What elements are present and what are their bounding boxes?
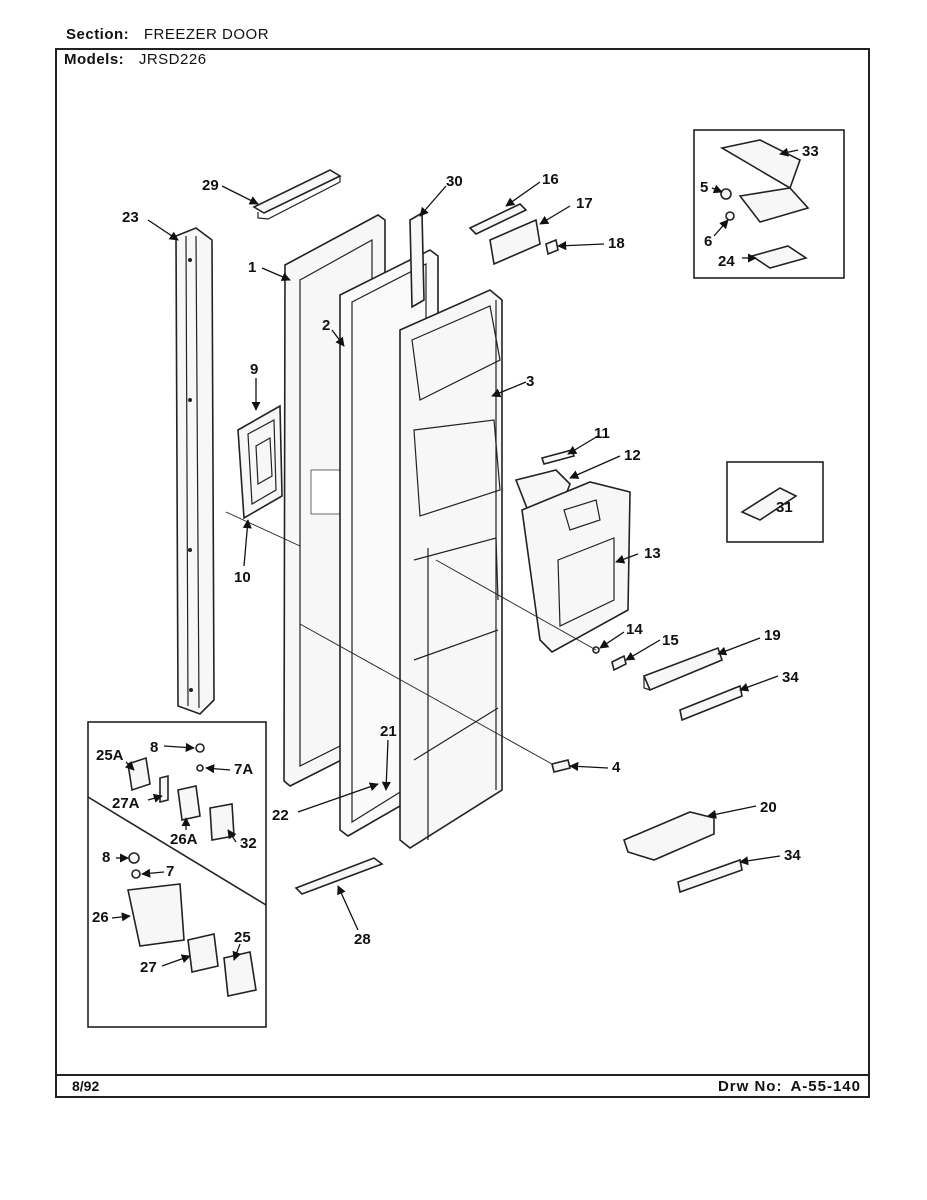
callout-13: 13 xyxy=(644,545,661,562)
drawing-number-value: A-55-140 xyxy=(790,1078,861,1095)
callout-7A: 7A xyxy=(234,761,253,778)
callout-7: 7 xyxy=(166,863,174,880)
part-15-screw xyxy=(611,654,627,672)
callout-19: 19 xyxy=(764,627,781,644)
hinge-inset-box xyxy=(87,721,267,1028)
section-label: Section: xyxy=(66,26,130,43)
hinge-parts xyxy=(127,743,257,997)
callout-9: 9 xyxy=(250,361,258,378)
callout-22: 22 xyxy=(272,807,289,824)
models-value: JRSD226 xyxy=(138,51,207,68)
callout-21: 21 xyxy=(380,723,397,740)
models-header: Models: JRSD226 xyxy=(64,51,211,68)
callout-3: 3 xyxy=(526,373,534,390)
inset-box-hinge-cover xyxy=(693,129,845,279)
part-9-window-module xyxy=(237,404,283,520)
callout-25A: 25A xyxy=(96,747,124,764)
callout-34-lower: 34 xyxy=(784,847,801,864)
callout-20: 20 xyxy=(760,799,777,816)
callout-8-lower: 8 xyxy=(102,849,110,866)
part-33-cover xyxy=(719,139,801,190)
callout-26: 26 xyxy=(92,909,109,926)
callout-10: 10 xyxy=(234,569,251,586)
section-header: Section: FREEZER DOOR xyxy=(66,26,269,43)
callout-18: 18 xyxy=(608,235,625,252)
callout-33: 33 xyxy=(802,143,819,160)
callout-32: 32 xyxy=(240,835,257,852)
drawing-number: Drw No: A-55-140 xyxy=(718,1078,861,1095)
footer-divider xyxy=(55,1074,870,1076)
callout-28: 28 xyxy=(354,931,371,948)
callout-34-upper: 34 xyxy=(782,669,799,686)
callout-24: 24 xyxy=(718,253,735,270)
drawing-date: 8/92 xyxy=(72,1078,100,1094)
part-4-screw xyxy=(551,759,571,773)
callout-16: 16 xyxy=(542,171,559,188)
callout-6: 6 xyxy=(704,233,712,250)
part-16-17-18-switch xyxy=(468,203,559,266)
alignment-lines xyxy=(225,511,597,765)
callout-4: 4 xyxy=(612,759,621,776)
part-3-inner-liner xyxy=(399,289,503,849)
models-label: Models: xyxy=(64,51,125,68)
part-34-label-upper xyxy=(679,684,743,722)
callout-23: 23 xyxy=(122,209,139,226)
part-29-top-channel xyxy=(252,169,342,220)
callout-12: 12 xyxy=(624,447,641,464)
callout-15: 15 xyxy=(662,632,679,649)
callout-27: 27 xyxy=(140,959,157,976)
callout-5: 5 xyxy=(700,179,708,196)
callout-1: 1 xyxy=(248,259,256,276)
callout-labels: 29 23 1 2 9 10 30 16 17 18 3 11 12 13 14… xyxy=(92,143,819,976)
callout-8-upper: 8 xyxy=(150,739,158,756)
callout-26A: 26A xyxy=(170,831,198,848)
callout-31: 31 xyxy=(776,499,793,516)
diagram-frame xyxy=(55,48,870,1098)
callout-2: 2 xyxy=(322,317,330,334)
callout-14: 14 xyxy=(626,621,643,638)
section-value: FREEZER DOOR xyxy=(143,26,270,43)
part-23-door-trim xyxy=(175,227,215,715)
part-hinge-plate xyxy=(738,187,810,223)
leader-lines xyxy=(111,147,799,967)
part-28-bottom-channel xyxy=(294,857,384,895)
callout-29: 29 xyxy=(202,177,219,194)
callout-30: 30 xyxy=(446,173,463,190)
part-20-bin xyxy=(623,811,715,861)
callout-17: 17 xyxy=(576,195,593,212)
drawing-number-label: Drw No: xyxy=(717,1078,783,1095)
part-5-bushing xyxy=(720,188,732,200)
inset-box-31 xyxy=(726,461,824,543)
part-24-shim xyxy=(750,245,808,269)
part-6-washer xyxy=(725,211,735,221)
part-31-clip xyxy=(740,487,798,521)
part-13-dispenser-housing xyxy=(521,481,631,653)
callout-11: 11 xyxy=(594,425,610,442)
part-30-vertical-strip xyxy=(409,211,425,309)
part-19-bin xyxy=(642,646,723,692)
callout-27A: 27A xyxy=(112,795,140,812)
callout-25: 25 xyxy=(234,929,251,946)
part-34-label-lower xyxy=(677,858,743,894)
